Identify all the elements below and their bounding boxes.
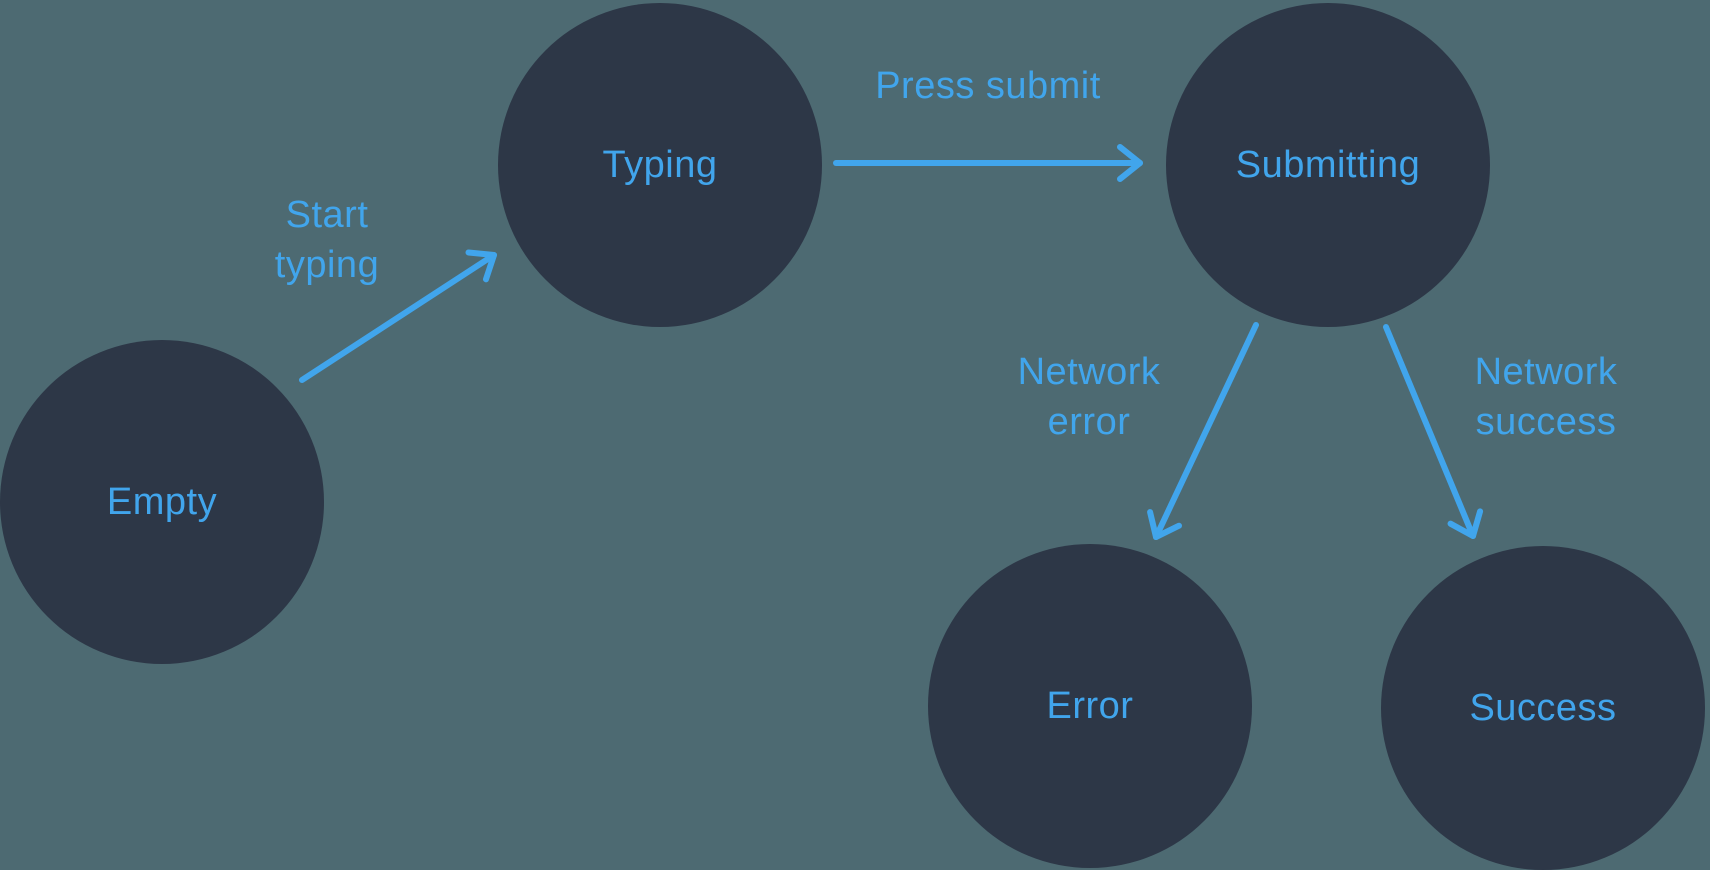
state-node-empty: Empty bbox=[0, 340, 324, 664]
edge-label-network-success: Network success bbox=[1475, 347, 1618, 447]
edge-label-start-typing: Start typing bbox=[275, 190, 379, 290]
state-node-typing-label: Typing bbox=[602, 143, 718, 186]
edge-label-line: Network bbox=[1017, 351, 1161, 393]
state-node-error-label: Error bbox=[1046, 684, 1134, 727]
edge-label-line: typing bbox=[274, 244, 380, 286]
state-node-submitting-label: Submitting bbox=[1235, 143, 1421, 186]
state-node-typing: Typing bbox=[498, 3, 822, 327]
edge-label-line: error bbox=[1047, 401, 1131, 443]
edge-label-press-submit: Press submit bbox=[875, 61, 1101, 111]
edge-arrow-network-error bbox=[1147, 322, 1259, 540]
edge-label-line: Network bbox=[1474, 351, 1618, 393]
state-node-success-label: Success bbox=[1469, 686, 1617, 729]
edge-label-line: Start bbox=[285, 194, 369, 236]
state-node-empty-label: Empty bbox=[106, 480, 218, 523]
state-node-submitting: Submitting bbox=[1166, 3, 1490, 327]
edge-label-network-error: Network error bbox=[1018, 347, 1161, 447]
edge-arrow-start-typing bbox=[299, 249, 497, 383]
edge-label-line: Press submit bbox=[875, 65, 1101, 107]
edge-label-line: success bbox=[1475, 401, 1617, 443]
state-node-error: Error bbox=[928, 544, 1252, 868]
state-node-success: Success bbox=[1381, 546, 1705, 870]
edge-arrow-network-success bbox=[1383, 324, 1484, 539]
